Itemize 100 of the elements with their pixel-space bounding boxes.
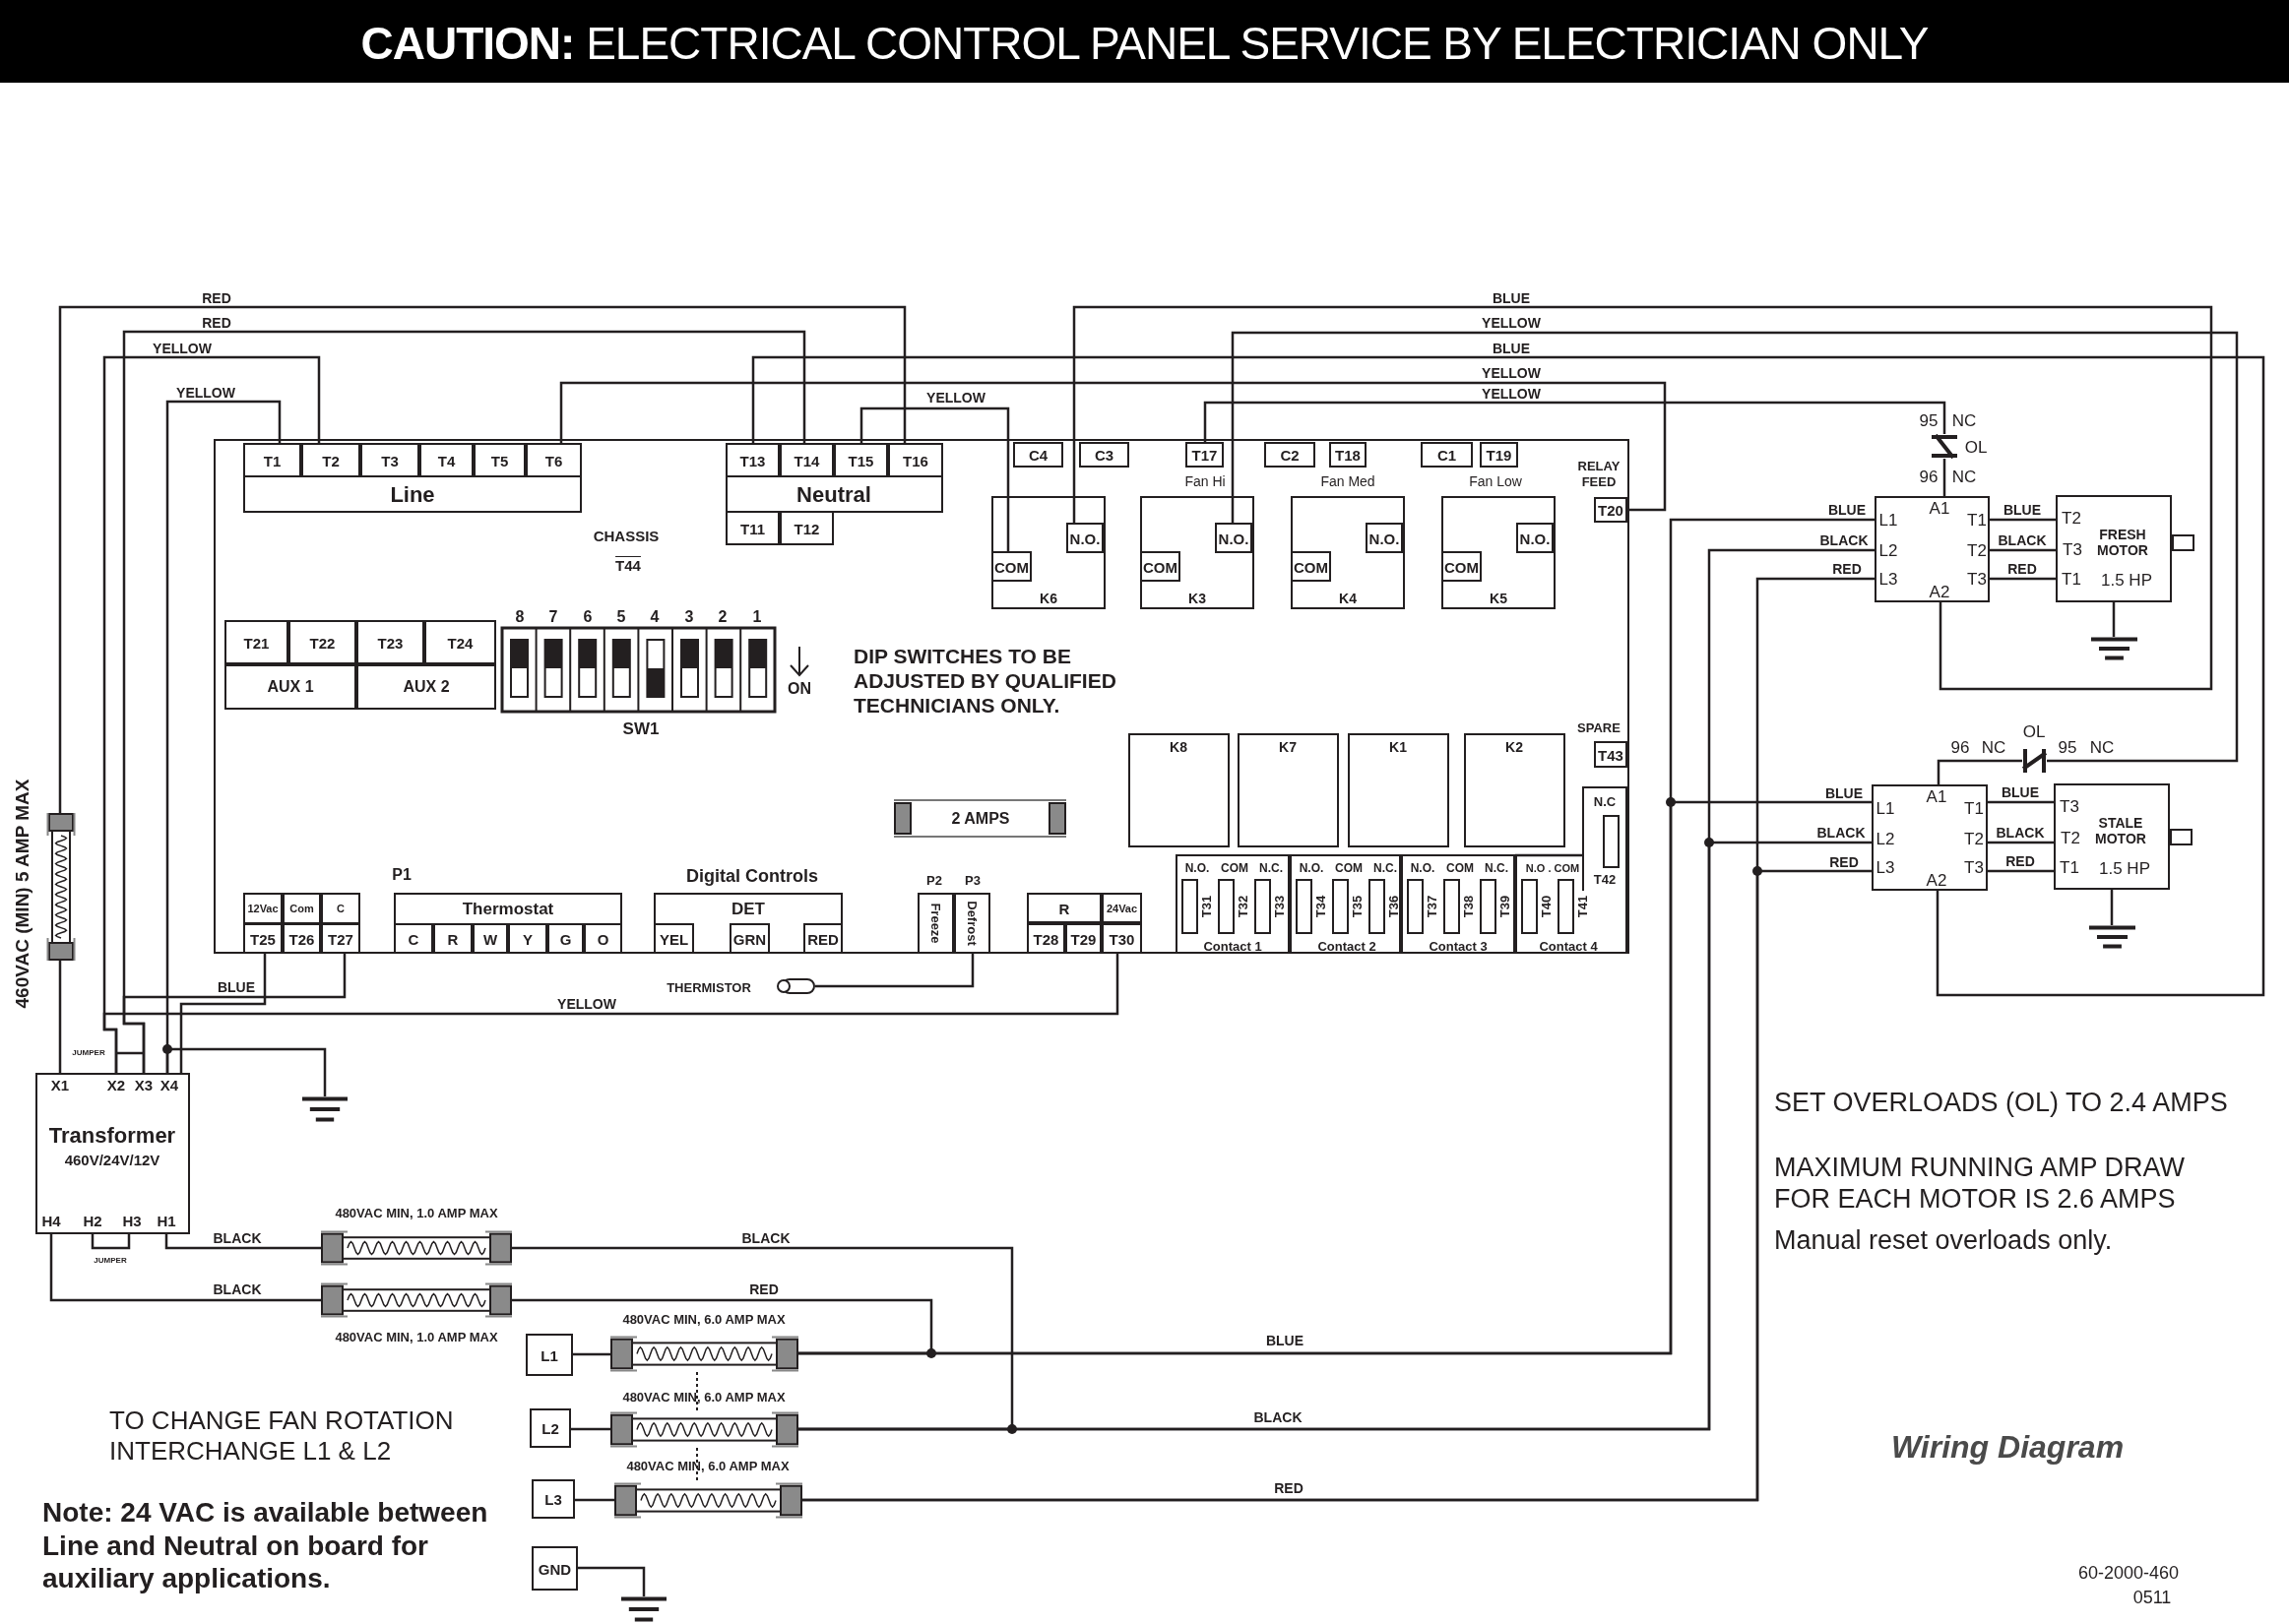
wire-label: BLUE — [1825, 503, 1869, 517]
terminal-block — [1102, 923, 1142, 954]
strip-label: Line — [390, 484, 435, 506]
terminal-block — [1079, 442, 1129, 468]
fuse-symbol — [321, 1282, 512, 1318]
motor-label: 1.5 HP — [2099, 859, 2150, 877]
terminal-label: T13 — [739, 453, 766, 468]
transformer-label: X3 — [134, 1077, 154, 1093]
transformer-label: H3 — [122, 1213, 142, 1228]
terminal-label: C — [337, 903, 345, 914]
switch-number: 5 — [616, 607, 626, 627]
wire — [165, 1047, 327, 1096]
fuse-rating: 460VAC (MIN) 5 AMP MAX — [12, 779, 32, 1009]
relay-contact — [1516, 523, 1554, 553]
fuse-symbol — [614, 1482, 802, 1519]
overload-contact-symbol — [1932, 434, 1957, 459]
fuse-symbol — [610, 1336, 798, 1372]
terminal-block — [243, 443, 301, 477]
jumper-label: JUMPER — [94, 1256, 127, 1266]
ground-symbol — [2089, 925, 2135, 949]
contact-label: COM — [1446, 862, 1474, 874]
terminal-strip — [224, 620, 496, 710]
wire — [798, 841, 1872, 1431]
component-label: CHASSIS — [593, 528, 660, 545]
contact-block — [1515, 854, 1627, 954]
document-number: 60-2000-460 — [2077, 1563, 2180, 1585]
terminal-block — [730, 923, 770, 954]
jumper-label: JUMPER — [72, 1048, 105, 1058]
contact-label: COM — [1444, 559, 1479, 574]
terminal-label: GND — [538, 1561, 572, 1576]
relay-contact — [1291, 551, 1331, 582]
wire-label: RED — [1830, 562, 1864, 576]
screw-terminal — [1296, 879, 1327, 934]
switch-number: 8 — [515, 607, 525, 627]
terminal-block — [526, 443, 582, 477]
terminal-label: G — [559, 931, 572, 946]
terminal-label: T4 — [437, 453, 456, 468]
terminal-label: L3 — [544, 1491, 562, 1507]
terminal-block — [726, 511, 780, 545]
transformer-label: H1 — [157, 1213, 176, 1228]
wire — [1942, 459, 1946, 496]
wire-label: BLUE — [1490, 342, 1533, 355]
terminal-label: C2 — [1280, 447, 1300, 463]
terminal-block — [780, 511, 834, 545]
title-text: CAUTION: ELECTRICAL CONTROL PANEL SERVICE BY ELECTRICIAN ONLY — [360, 17, 1929, 70]
terminal-block — [547, 923, 584, 954]
fuse-rating: 480VAC MIN, 6.0 AMP MAX — [622, 1390, 786, 1404]
pin-label: T1 — [1964, 799, 1984, 817]
terminal-block — [433, 923, 473, 954]
relay-contact — [1441, 551, 1482, 582]
terminal-label: R — [1058, 901, 1070, 915]
terminal-label: RED — [807, 931, 839, 946]
terminal-block — [424, 620, 496, 664]
terminal-block — [1594, 497, 1627, 523]
terminal-block — [356, 620, 424, 664]
contact-label: N.C. — [1485, 862, 1508, 874]
contact-label: COM — [1294, 559, 1328, 574]
wire — [751, 355, 2265, 997]
transformer-label: 460V/24V/12V — [64, 1152, 160, 1167]
contactor-box — [1875, 496, 1990, 602]
relay-contact — [1366, 523, 1403, 553]
pin-label: A2 — [1929, 583, 1950, 600]
wire — [575, 1498, 614, 1502]
transformer-label: H4 — [41, 1213, 61, 1228]
terminal-block — [474, 443, 526, 477]
transformer-label: Transformer — [48, 1125, 176, 1147]
contact-label: N.O. — [1410, 862, 1435, 874]
mechanical-link-line — [696, 1371, 698, 1412]
terminal-label: C4 — [1028, 447, 1049, 463]
terminal-label: T40 — [1539, 895, 1553, 918]
terminal-label: 12Vac — [247, 903, 279, 914]
screw-terminal — [1480, 879, 1511, 934]
fuse-rating: 480VAC MIN, 1.0 AMP MAX — [335, 1206, 498, 1219]
terminal-label: 24Vac — [1106, 903, 1138, 913]
terminal-label: W — [482, 931, 498, 946]
terminal-block — [1594, 741, 1627, 768]
terminal-block — [888, 443, 943, 477]
switch-number: 4 — [650, 607, 660, 627]
switch-number: 3 — [684, 607, 694, 627]
fuse-rating: 480VAC MIN, 6.0 AMP MAX — [626, 1459, 790, 1472]
wire — [798, 800, 1872, 1355]
terminal-box — [532, 1546, 578, 1591]
wire — [58, 961, 62, 1073]
terminal-label: T29 — [1070, 931, 1097, 946]
screw-terminal — [1218, 879, 1249, 934]
overload-label: 96 — [1950, 738, 1970, 756]
terminal-block — [1264, 442, 1315, 468]
transformer-box — [35, 1073, 190, 1234]
wire — [1072, 305, 2213, 691]
wire-label: BLACK — [1253, 1408, 1303, 1426]
terminal-label: T38 — [1461, 895, 1475, 918]
wire-label: BLACK — [1996, 533, 2049, 547]
terminal-block — [394, 923, 433, 954]
terminal-block — [508, 923, 547, 954]
terminal-label: T32 — [1236, 895, 1249, 918]
warning-note: DIP SWITCHES TO BE ADJUSTED BY QUALIFIED TECHNICIANS ONLY. — [854, 644, 1117, 718]
wire — [815, 954, 975, 988]
terminal-block — [1027, 923, 1065, 954]
terminal-block — [321, 923, 360, 954]
wire — [58, 305, 907, 813]
